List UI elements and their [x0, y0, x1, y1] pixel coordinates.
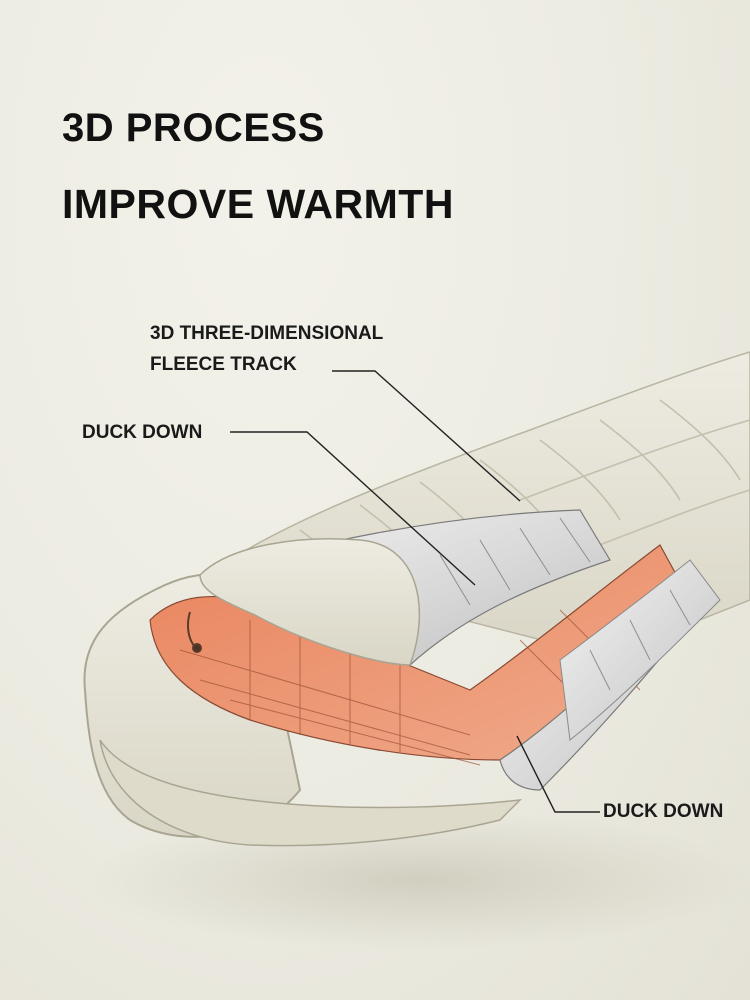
leader-lines	[230, 370, 600, 813]
down-chambers-top	[439, 517, 591, 606]
callout-fleece-track: 3D THREE-DIMENSIONAL FLEECE TRACK	[150, 318, 383, 380]
drawcord	[187, 611, 202, 653]
callout-duck-down-bottom: DUCK DOWN	[603, 801, 724, 822]
headline-line-1: 3D PROCESS	[62, 106, 325, 150]
down-chambers-side	[589, 589, 691, 691]
side-down-fill-2	[559, 559, 721, 741]
callout-duck-down-top: DUCK DOWN	[82, 422, 203, 443]
callout-fleece-track-line2: FLEECE TRACK	[150, 354, 297, 375]
headline-line-2: IMPROVE WARMTH	[62, 181, 454, 227]
leader-fleece-track	[332, 370, 521, 502]
callout-fleece-track-line1: 3D THREE-DIMENSIONAL	[150, 323, 384, 344]
top-flap-shell	[199, 538, 421, 666]
leader-duck-down-bottom	[516, 735, 600, 813]
leader-duck-down-top	[230, 431, 476, 586]
hood-front-rim	[99, 739, 523, 847]
